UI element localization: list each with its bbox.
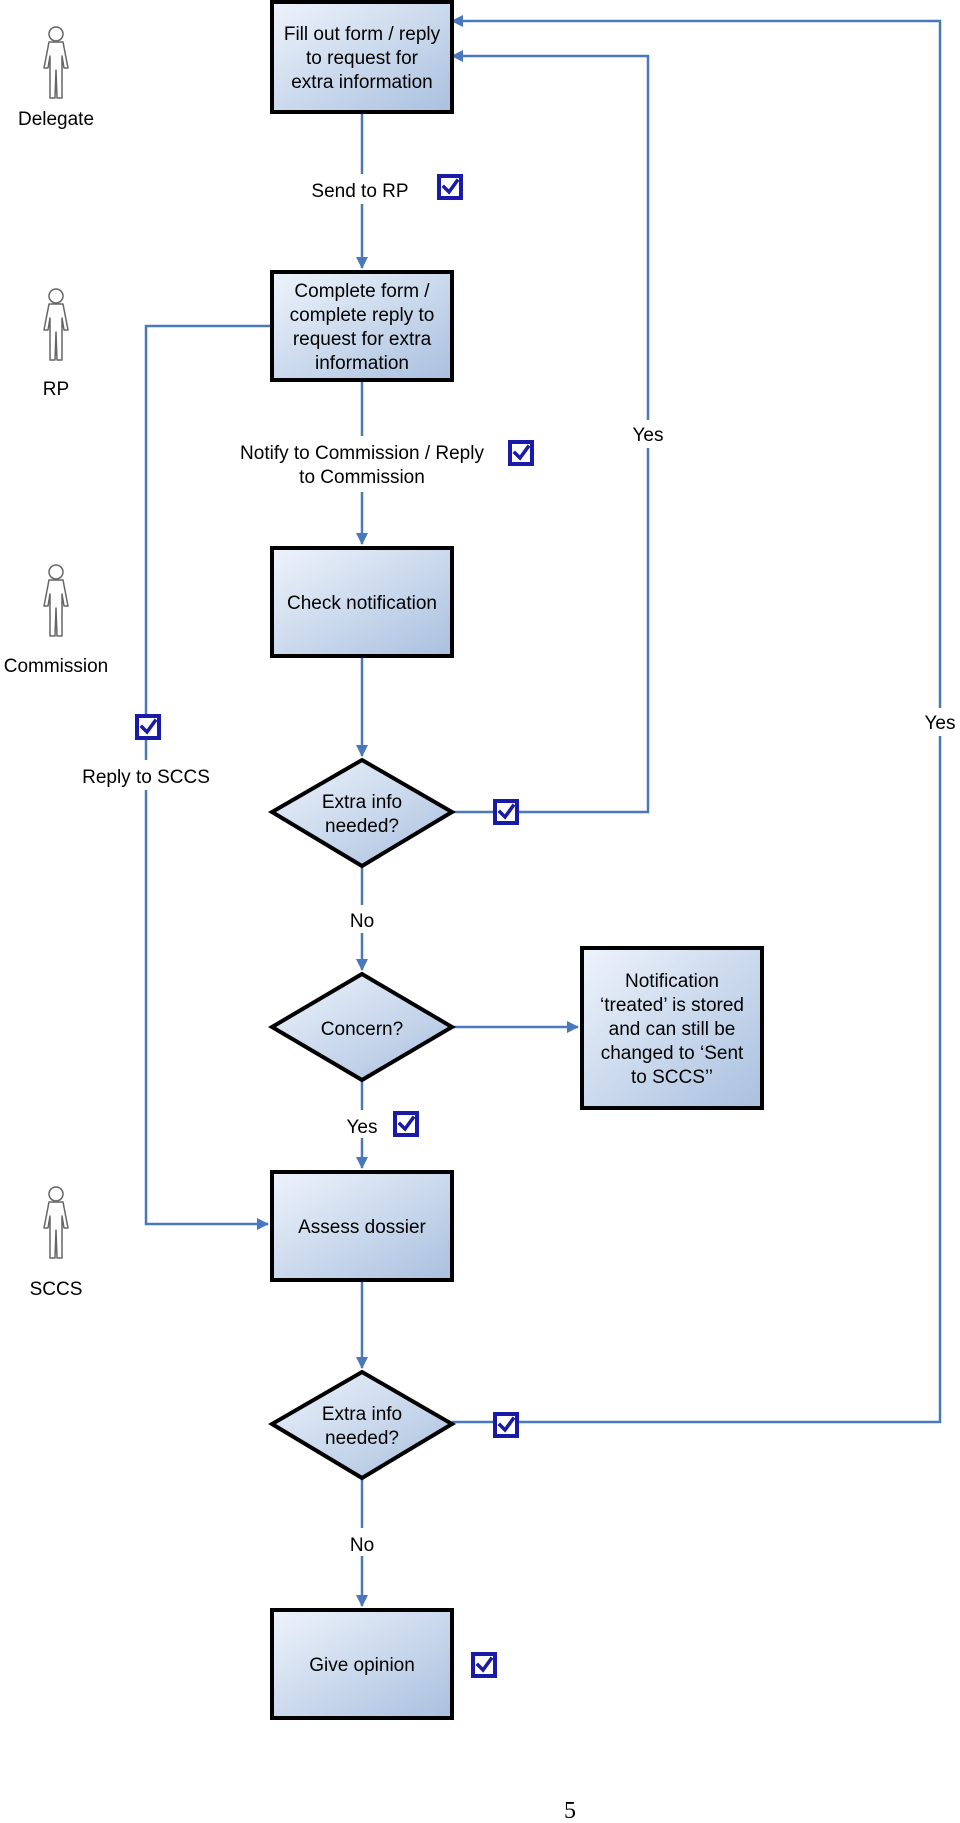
- text-line: No: [350, 911, 374, 932]
- checkbox-icon: [491, 1410, 521, 1440]
- text-line: Assess dossier: [298, 1217, 426, 1238]
- text-line: complete reply to: [290, 305, 435, 326]
- text-line: needed?: [325, 1428, 399, 1449]
- node-fill-out-form: Fill out form / reply to request for extra…: [270, 0, 454, 114]
- text-line: to SCCS’’: [631, 1067, 713, 1088]
- text-line: Yes: [633, 425, 664, 446]
- node-label: Notification ‘treated’ is stored and can s…: [600, 971, 744, 1088]
- text-line: Complete form /: [294, 281, 430, 302]
- text-line: Give opinion: [309, 1655, 415, 1676]
- actor-rp: RP: [43, 288, 69, 400]
- text-line: Send to RP: [311, 181, 408, 202]
- checkbox-icon: [391, 1109, 421, 1139]
- decision-label: Concern?: [321, 1019, 403, 1040]
- node-assess-dossier: Assess dossier: [270, 1170, 454, 1282]
- text-line: Notification: [625, 971, 719, 992]
- text-line: to request for: [306, 48, 419, 69]
- text-line: Extra info: [322, 1404, 402, 1425]
- edge-label-notify-commission: Notify to Commission / Reply to Commissio…: [240, 443, 484, 488]
- text-line: extra information: [291, 72, 433, 93]
- text-line: request for extra: [293, 329, 432, 350]
- text-line: Yes: [925, 713, 956, 734]
- node-label: Give opinion: [309, 1655, 415, 1676]
- node-complete-form: Complete form / complete reply to request …: [270, 270, 454, 382]
- edge-label-no-2: No: [350, 1535, 374, 1556]
- edge-extra2-yes-loop: [451, 15, 942, 1424]
- text-line: changed to ‘Sent: [601, 1043, 744, 1064]
- text-line: Check notification: [287, 593, 437, 614]
- edge-label-yes-concern: Yes: [347, 1117, 378, 1138]
- actor-label: Delegate: [18, 109, 94, 130]
- checkbox-icon: [491, 797, 521, 827]
- decision-concern: Concern?: [268, 971, 456, 1083]
- decision-extra-info-2: Extra info needed?: [268, 1369, 456, 1481]
- person-icon: [43, 288, 69, 361]
- actor-delegate: Delegate: [18, 26, 94, 130]
- actor-label: Commission: [4, 656, 109, 677]
- edge-label-no-1: No: [350, 911, 374, 932]
- decision-label: Extra info needed?: [322, 792, 402, 837]
- node-give-opinion: Give opinion: [270, 1608, 454, 1720]
- text-line: Extra info: [322, 792, 402, 813]
- decision-label: Extra info needed?: [322, 1404, 402, 1449]
- connectors: [144, 15, 942, 1607]
- text-line: Notify to Commission / Reply: [240, 443, 484, 464]
- text-line: needed?: [325, 816, 399, 837]
- text-line: Concern?: [321, 1019, 403, 1040]
- node-label: Assess dossier: [298, 1217, 426, 1238]
- edge-extra1-yes-loop: [451, 50, 650, 814]
- actor-label: RP: [43, 379, 69, 400]
- text-line: to Commission: [299, 467, 425, 488]
- actor-label: SCCS: [30, 1279, 83, 1300]
- text-line: No: [350, 1535, 374, 1556]
- edge-label-send-to-rp: Send to RP: [311, 181, 408, 202]
- checkbox-icon: [506, 438, 536, 468]
- node-notification-treated: Notification ‘treated’ is stored and can s…: [580, 946, 764, 1110]
- text-line: ‘treated’ is stored: [600, 995, 744, 1016]
- node-label: Fill out form / reply to request for extra…: [284, 24, 441, 93]
- checkbox-icon: [435, 172, 465, 202]
- edge-label-reply-to-sccs: Reply to SCCS: [82, 767, 210, 788]
- node-check-notification: Check notification: [270, 546, 454, 658]
- person-icon: [43, 1186, 69, 1259]
- text-line: and can still be: [609, 1019, 736, 1040]
- node-label: Check notification: [287, 593, 437, 614]
- edge-label-yes-commission: Yes: [633, 425, 664, 446]
- text-line: Yes: [347, 1117, 378, 1138]
- person-icon: [43, 564, 69, 637]
- decision-extra-info-1: Extra info needed?: [268, 757, 456, 869]
- actor-commission: Commission: [4, 564, 109, 677]
- page-number: 5: [564, 1798, 576, 1823]
- actor-sccs: SCCS: [30, 1186, 83, 1300]
- text-line: Reply to SCCS: [82, 767, 210, 788]
- text-line: information: [315, 353, 409, 374]
- person-icon: [43, 26, 69, 99]
- node-label: Complete form / complete reply to request …: [290, 281, 435, 374]
- edge-label-yes-sccs: Yes: [925, 713, 956, 734]
- checkbox-icon: [133, 712, 163, 742]
- checkbox-icon: [469, 1650, 499, 1680]
- text-line: Fill out form / reply: [284, 24, 441, 45]
